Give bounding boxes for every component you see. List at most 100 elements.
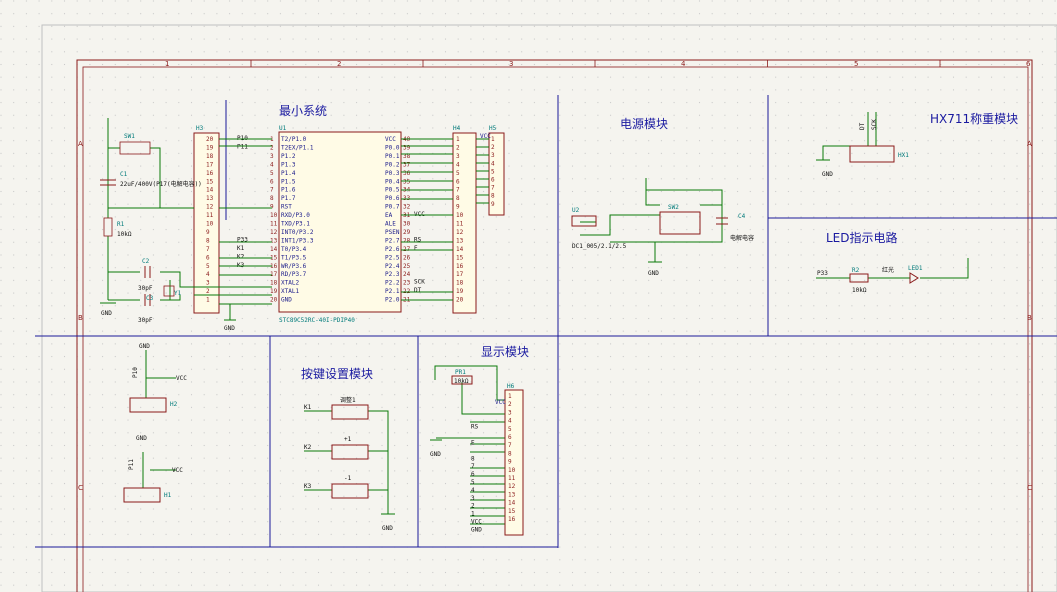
mcu-pin-label: P2.3	[385, 271, 400, 278]
display-net-label: RS	[471, 424, 479, 431]
h5-ref: H5	[489, 125, 497, 132]
mcu-pin-label: P1.6	[281, 187, 296, 194]
svg-text:K2: K2	[304, 444, 312, 451]
r2-value: 10kΩ	[852, 287, 867, 294]
h2-net: P10	[132, 367, 139, 378]
gnd-symbol-mcu: GND	[224, 319, 236, 332]
c1-value: 22uF/400V(P17(电解电容))	[120, 180, 202, 188]
capacitor-c2[interactable]: C2 30pF	[138, 258, 153, 292]
lcd-header-h6[interactable]	[504, 389, 524, 536]
mcu-pin-number: 36	[403, 170, 411, 177]
h1-vcc: VCC	[172, 467, 183, 474]
mcu-pin-number: 25	[403, 263, 411, 270]
h4-pin-number: 2	[456, 144, 460, 151]
key-k2[interactable]: K2 +1	[304, 436, 369, 460]
c4-ref: C4	[738, 213, 746, 220]
display-net-label: GND	[471, 526, 482, 533]
mcu-pin-label: WR/P3.6	[281, 263, 307, 270]
connector-h1[interactable]	[123, 487, 161, 503]
mcu-part: STC89C52RC-40I-PDIP40	[279, 317, 355, 324]
resistor-r2[interactable]	[849, 273, 869, 283]
mcu-pin-label: P0.5	[385, 187, 400, 194]
h4-pin-number: 11	[456, 221, 464, 228]
capacitor-c3[interactable]: C3 30pF	[138, 294, 154, 324]
r1-ref: R1	[117, 221, 125, 228]
section-title-hx711: HX711称重模块	[930, 112, 1018, 126]
mcu-pin-label: P2.4	[385, 263, 400, 270]
mcu-pin-number: 39	[403, 144, 411, 151]
mcu-pin-number: 32	[403, 204, 411, 211]
frame-col-label: 2	[337, 60, 341, 68]
h4-pin-number: 4	[456, 161, 460, 168]
mcu-wires	[107, 118, 489, 320]
resistor-r1[interactable]: R1 10kΩ	[103, 217, 132, 238]
h6-vcc-label: VCC	[495, 399, 506, 406]
net-label: P11	[237, 143, 248, 150]
mcu-pin-number: 7	[270, 187, 274, 194]
h3-pin-number: 7	[206, 246, 210, 253]
mcu-pin-number: 10	[270, 212, 278, 219]
led1-value: 红光	[882, 266, 894, 274]
net-label: K1	[237, 245, 245, 252]
h4-pin-number: 13	[456, 237, 464, 244]
led1-diode[interactable]	[909, 272, 919, 284]
mcu-pin-number: 2	[270, 144, 274, 151]
mcu-pin-label: P0.4	[385, 178, 400, 185]
hx711-connector[interactable]	[849, 145, 895, 163]
display-net-label: VCC	[471, 519, 482, 526]
power-switch-sw2[interactable]: SW2	[659, 204, 701, 235]
mcu-pin-label: INT0/P3.2	[281, 229, 314, 236]
y1-ref: Y1	[174, 290, 182, 297]
keys-module: K1 调整1 K2 +1 K3 -1 GND	[304, 396, 395, 532]
mcu-pin-label: PSEN	[385, 229, 400, 236]
h5-pin-number: 6	[491, 177, 495, 184]
mcu-pin-number: 37	[403, 161, 411, 168]
h6-pin-number: 7	[508, 442, 512, 449]
h6-pin-number: 11	[508, 475, 516, 482]
h3-pin-number: 2	[206, 288, 210, 295]
mcu-pin-label: EA	[385, 212, 393, 219]
key-k3[interactable]: K3 -1	[304, 475, 369, 499]
pr1-value: 10kΩ	[454, 378, 469, 385]
h4-pin-number: 8	[456, 195, 460, 202]
h4-pin-number: 7	[456, 187, 460, 194]
reset-switch-sw1[interactable]: SW1	[119, 133, 151, 155]
mcu-pin-number: 12	[270, 229, 278, 236]
mcu-pin-number: 4	[270, 161, 274, 168]
h3-pin-number: 17	[206, 161, 214, 168]
capacitor-c1[interactable]: C1 22uF/400V(P17(电解电容))	[100, 171, 202, 188]
mcu-pin-number: 18	[270, 280, 278, 287]
h6-pin-number: 5	[508, 426, 512, 433]
frame-row-label: C	[78, 484, 83, 492]
hx711-pin-sck: SCK	[871, 119, 878, 130]
h5-pin-number: 9	[491, 201, 495, 208]
key-k1[interactable]: K1 调整1	[304, 396, 369, 420]
section-title-led: LED指示电路	[826, 230, 898, 245]
sw1-ref: SW1	[124, 133, 135, 140]
mcu-pin-label: P2.5	[385, 254, 400, 261]
h4-pin-number: 3	[456, 153, 460, 160]
mcu-pin-label: P1.7	[281, 195, 296, 202]
crystal-y1[interactable]: Y1	[163, 285, 182, 297]
page-outer-border	[41, 24, 1057, 592]
svg-text:+1: +1	[344, 436, 352, 443]
h5-pin-number: 5	[491, 168, 495, 175]
dc-jack-u2[interactable]: U2 DC1_005/2.1/2.5	[571, 207, 627, 250]
hx711-ref: HX1	[898, 152, 909, 159]
h4-pin-number: 14	[456, 246, 464, 253]
mcu-pin-label: P1.2	[281, 153, 296, 160]
potentiometer-pr1[interactable]	[451, 375, 473, 385]
capacitor-c4[interactable]: C4 电解电容	[716, 213, 754, 242]
mcu-pin-number: 24	[403, 271, 411, 278]
connector-h2[interactable]	[129, 397, 167, 413]
h6-pin-number: 8	[508, 450, 512, 457]
h3-ref: H3	[196, 125, 204, 132]
mcu-pin-number: 6	[270, 178, 274, 185]
h4-pin-number: 16	[456, 263, 464, 270]
h6-pin-number: 14	[508, 500, 516, 507]
keys-gnd: GND	[382, 525, 393, 532]
h6-pin-number: 3	[508, 409, 512, 416]
